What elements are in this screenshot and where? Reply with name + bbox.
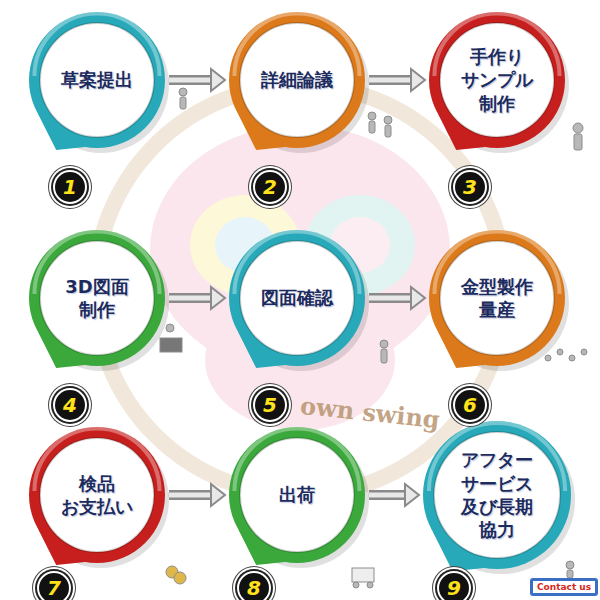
hollow-arrow xyxy=(168,287,225,309)
callout-number: 2 xyxy=(255,172,285,202)
callout-number: 7 xyxy=(39,573,69,600)
hollow-arrow xyxy=(368,484,419,506)
callout-number: 5 xyxy=(255,390,285,420)
step-text: アフター サービス 及び長期 協力 xyxy=(461,448,533,542)
hollow-arrow xyxy=(368,287,425,309)
bubble-outline xyxy=(423,421,571,569)
step-text: 3D図面 制作 xyxy=(65,275,128,322)
step-text: 出荷 xyxy=(279,483,315,506)
hollow-arrow xyxy=(368,69,425,91)
speech-bubble-circle: アフター サービス 及び長期 協力 xyxy=(423,421,571,569)
speech-bubble-circle: 詳細論議 xyxy=(229,12,365,148)
step-text: 草案提出 xyxy=(61,68,133,91)
speech-bubble-circle: 図面確認 xyxy=(229,230,365,366)
callout-number: 3 xyxy=(455,172,485,202)
hollow-arrow xyxy=(168,69,225,91)
step-text: 金型製作 量産 xyxy=(461,275,533,322)
callout-number: 9 xyxy=(439,573,469,600)
callout-number: 4 xyxy=(55,390,85,420)
step-text: 手作り サンプル 制作 xyxy=(461,45,533,115)
step-text: 図面確認 xyxy=(261,286,333,309)
callout-number: 1 xyxy=(55,172,85,202)
speech-bubble-circle: 草案提出 xyxy=(29,12,165,148)
contact-button: Contact us xyxy=(530,578,598,596)
step-text: 検品 お支払い xyxy=(61,472,133,519)
step-text: 詳細論議 xyxy=(261,68,333,91)
bubble-outline xyxy=(429,230,565,366)
speech-bubble-circle: 検品 お支払い xyxy=(29,427,165,563)
speech-bubble-circle: 出荷 xyxy=(229,427,365,563)
speech-bubble-circle: 金型製作 量産 xyxy=(429,230,565,366)
figure-icons xyxy=(160,88,587,588)
bubble-outline xyxy=(29,427,165,563)
speech-bubble-circle: 3D図面 制作 xyxy=(29,230,165,366)
bubble-outline xyxy=(29,230,165,366)
callout-number: 8 xyxy=(239,573,269,600)
hollow-arrow xyxy=(168,484,225,506)
callout-number: 6 xyxy=(455,390,485,420)
speech-bubble-circle: 手作り サンプル 制作 xyxy=(429,12,565,148)
